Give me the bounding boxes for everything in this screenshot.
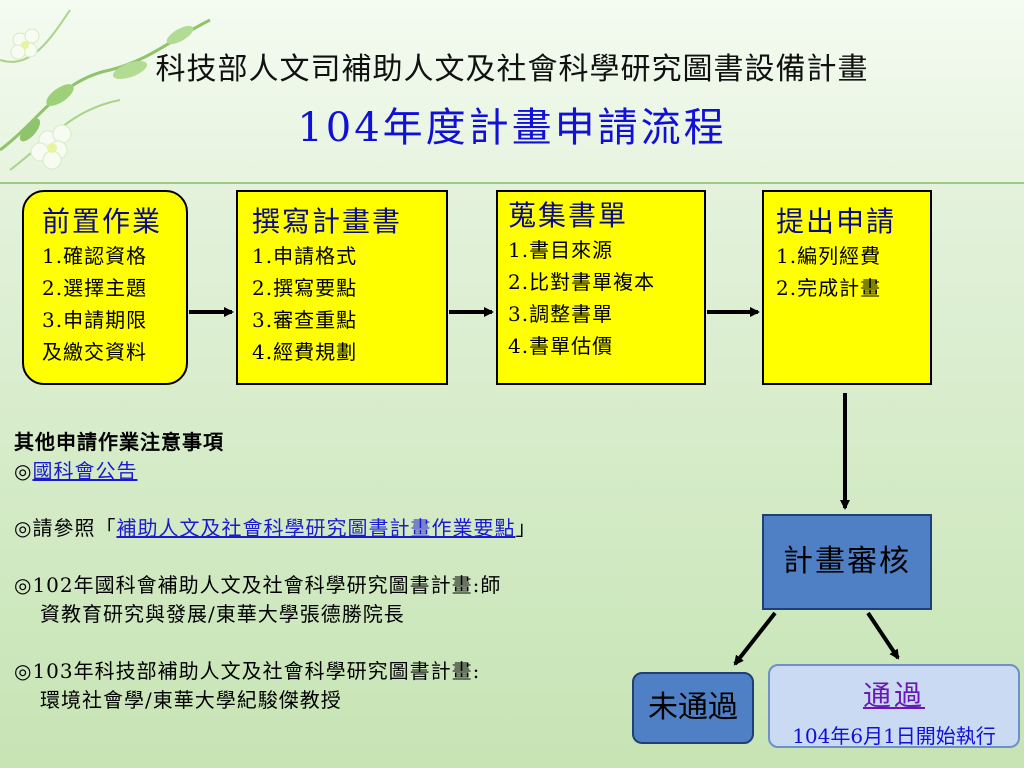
outcome-pass-box: 通過 104年6月1日開始執行	[768, 664, 1020, 748]
step-item: 3.申請期限	[42, 308, 148, 332]
step-item: 2.比對書單複本	[508, 270, 656, 294]
step-item: 2.選擇主題	[42, 276, 148, 300]
step-item: 1.編列經費	[776, 244, 882, 268]
step-item: 2.撰寫要點	[252, 276, 358, 300]
notes-section: 其他申請作業注意事項 ◎國科會公告 ◎請參照「補助人文及社會科學研究圖書計畫作業…	[14, 426, 634, 713]
nsc-announcement-link[interactable]: 國科會公告	[32, 459, 138, 483]
note-item: ◎請參照「補助人文及社會科學研究圖書計畫作業要點」	[14, 512, 634, 541]
step-title: 提出申請	[776, 205, 897, 238]
step-item: 1.確認資格	[42, 244, 148, 268]
note-item-continued: 資教育研究與發展/東華大學張德勝院長	[40, 602, 405, 626]
step-item: 4.經費規劃	[252, 340, 358, 364]
step-box-write-proposal: 撰寫計畫書 1.申請格式 2.撰寫要點 3.審查重點 4.經費規劃	[236, 190, 448, 385]
step-item: 1.申請格式	[252, 244, 358, 268]
step-title: 前置作業	[42, 205, 163, 238]
notes-heading: 其他申請作業注意事項	[14, 430, 224, 454]
arrow-down-right-icon	[866, 611, 900, 660]
outcome-pass-note: 104年6月1日開始執行	[792, 724, 996, 748]
review-box: 計畫審核	[762, 514, 932, 610]
page-subtitle: 104年度計畫申請流程	[297, 105, 727, 151]
step-item: 1.書目來源	[508, 238, 614, 262]
note-prefix: ◎請參照「	[14, 516, 117, 540]
step-box-preparation: 前置作業 1.確認資格 2.選擇主題 3.申請期限 及繳交資料	[22, 190, 188, 385]
note-item: ◎國科會公告	[14, 455, 634, 484]
step-item: 3.調整書單	[508, 302, 614, 326]
guidelines-link[interactable]: 補助人文及社會科學研究圖書計畫作業要點	[116, 516, 516, 540]
note-suffix: 」	[515, 516, 537, 540]
note-item: ◎103年科技部補助人文及社會科學研究圖書計畫:	[14, 659, 481, 683]
step-box-collect-booklist: 蒐集書單 1.書目來源 2.比對書單複本 3.調整書單 4.書單估價	[496, 190, 706, 385]
page-title: 科技部人文司補助人文及社會科學研究圖書設備計畫	[155, 52, 869, 87]
arrow-down-left-icon	[733, 611, 777, 666]
note-item: ◎102年國科會補助人文及社會科學研究圖書計畫:師	[14, 573, 502, 597]
step-item: 4.書單估價	[508, 334, 614, 358]
step-title: 蒐集書單	[508, 199, 629, 232]
step-box-submit: 提出申請 1.編列經費 2.完成計畫	[762, 190, 932, 385]
outcome-fail-box: 未通過	[632, 672, 754, 744]
step-item: 3.審查重點	[252, 308, 358, 332]
outcome-pass-link[interactable]: 通過	[862, 679, 925, 712]
step-item: 2.完成計畫	[776, 276, 882, 300]
step-item: 及繳交資料	[42, 340, 147, 364]
note-bullet: ◎	[14, 459, 33, 483]
step-title: 撰寫計畫書	[252, 205, 403, 238]
note-item-continued: 環境社會學/東華大學紀駿傑教授	[40, 688, 342, 712]
